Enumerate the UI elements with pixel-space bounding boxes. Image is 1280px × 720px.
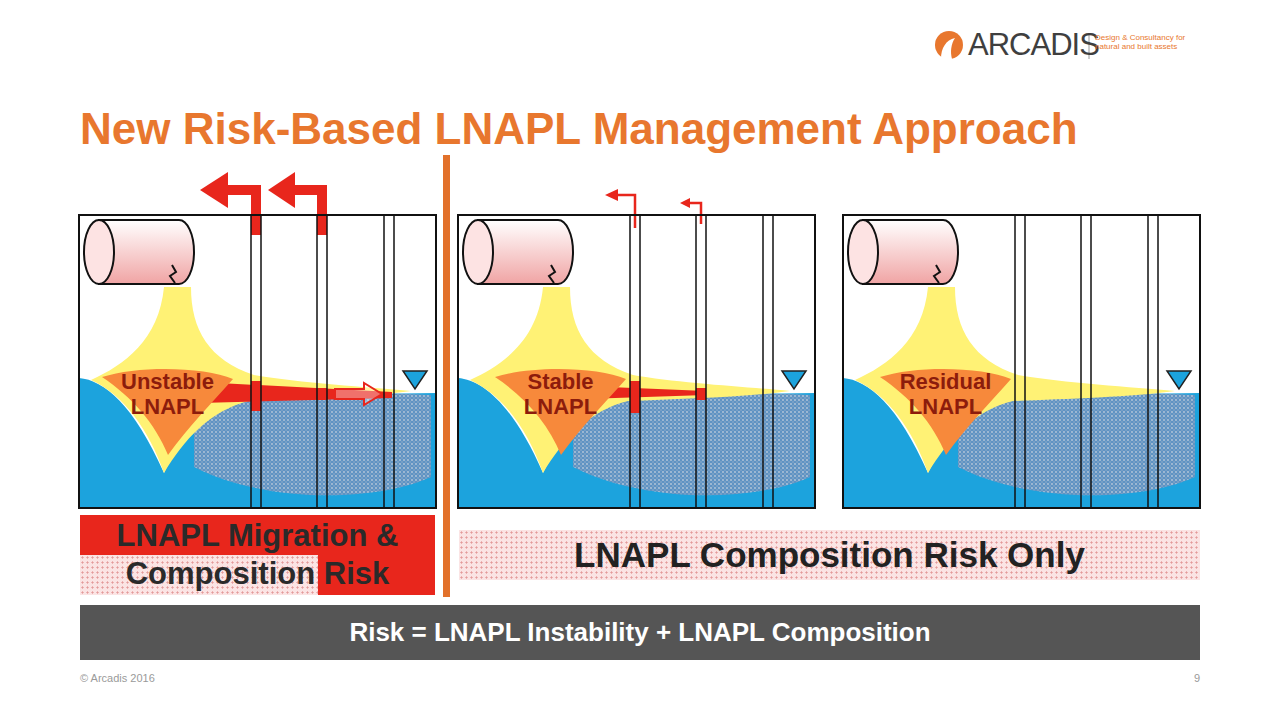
recovery-arrowhead bbox=[268, 172, 295, 208]
panel-border bbox=[79, 215, 436, 508]
well-casing bbox=[639, 215, 641, 508]
well-lnapl bbox=[317, 388, 327, 400]
logo-circle bbox=[935, 31, 963, 59]
well-lnapl bbox=[251, 381, 261, 411]
logo-icon bbox=[935, 31, 963, 59]
monitoring-wells bbox=[251, 215, 1158, 508]
recovery-arrowhead bbox=[605, 189, 618, 201]
risk-band: LNAPL Composition Risk Only bbox=[459, 530, 1200, 580]
panel-border bbox=[843, 215, 1200, 508]
migration-arrow bbox=[335, 383, 382, 405]
well-casing bbox=[705, 215, 707, 508]
water-table-symbol bbox=[403, 371, 427, 389]
recovery-arrow bbox=[292, 190, 322, 215]
well-casing bbox=[1147, 215, 1149, 508]
node-text: Unstable LNAPL bbox=[100, 369, 235, 419]
slide-title: New Risk-Based LNAPL Management Approach bbox=[80, 104, 1078, 154]
node-text: LNAPL Migration & Composition Risk bbox=[80, 517, 435, 593]
recovery-arrow bbox=[225, 190, 256, 215]
well-casing bbox=[1157, 215, 1159, 508]
water-table-symbol bbox=[1167, 371, 1191, 389]
equation-band: Risk = LNAPL Instability + LNAPL Composi… bbox=[80, 605, 1200, 660]
well-casing bbox=[250, 215, 252, 508]
node-text: Residual LNAPL bbox=[878, 369, 1013, 419]
well-casing bbox=[316, 215, 318, 508]
well-casing bbox=[1090, 215, 1092, 508]
well-casing bbox=[695, 215, 697, 508]
recovery-arrow bbox=[616, 195, 635, 228]
page-number: 9 bbox=[1194, 672, 1214, 685]
risk-band: LNAPL Migration & Composition Risk bbox=[80, 515, 435, 595]
well-casing bbox=[1024, 215, 1026, 508]
well-casing bbox=[1080, 215, 1082, 508]
node-text: Stable LNAPL bbox=[493, 369, 628, 419]
mobile-lnapl-lens bbox=[200, 382, 392, 403]
separator-bar bbox=[443, 155, 450, 597]
recovery-arrowhead bbox=[680, 198, 690, 208]
recovery-arrowhead bbox=[200, 172, 228, 208]
panel-illustration bbox=[79, 215, 436, 508]
recovery-arrow bbox=[688, 203, 701, 224]
panel-border bbox=[458, 215, 815, 508]
well-casing bbox=[1014, 215, 1016, 508]
logo-wordmark: ARCADIS bbox=[968, 28, 1090, 62]
lnapl-core-unstable: Unstable LNAPL bbox=[100, 365, 235, 457]
node-text: Risk = LNAPL Instability + LNAPL Composi… bbox=[80, 617, 1200, 647]
water-table-symbol bbox=[782, 371, 806, 389]
copyright-note: © Arcadis 2016 bbox=[80, 672, 280, 685]
well-casing bbox=[393, 215, 395, 508]
node-text: LNAPL Composition Risk Only bbox=[459, 534, 1200, 576]
well-lnapl-top bbox=[251, 215, 261, 235]
panel-illustration bbox=[843, 215, 1200, 508]
well-casing bbox=[383, 215, 385, 508]
well-casing bbox=[629, 215, 631, 508]
lnapl-core-residual: Residual LNAPL bbox=[878, 365, 1013, 457]
well-casing bbox=[260, 215, 262, 508]
well-lnapl bbox=[696, 388, 706, 400]
lnapl-core-stable: Stable LNAPL bbox=[493, 365, 628, 457]
well-casing bbox=[772, 215, 774, 508]
logo-notch bbox=[941, 38, 955, 59]
well-lnapl-top bbox=[317, 215, 327, 235]
well-casing bbox=[326, 215, 328, 508]
panel-illustration bbox=[458, 215, 815, 508]
well-lnapl bbox=[630, 381, 640, 413]
logo-tagline: Design & Consultancy for natural and bui… bbox=[1095, 33, 1187, 51]
well-casing bbox=[762, 215, 764, 508]
